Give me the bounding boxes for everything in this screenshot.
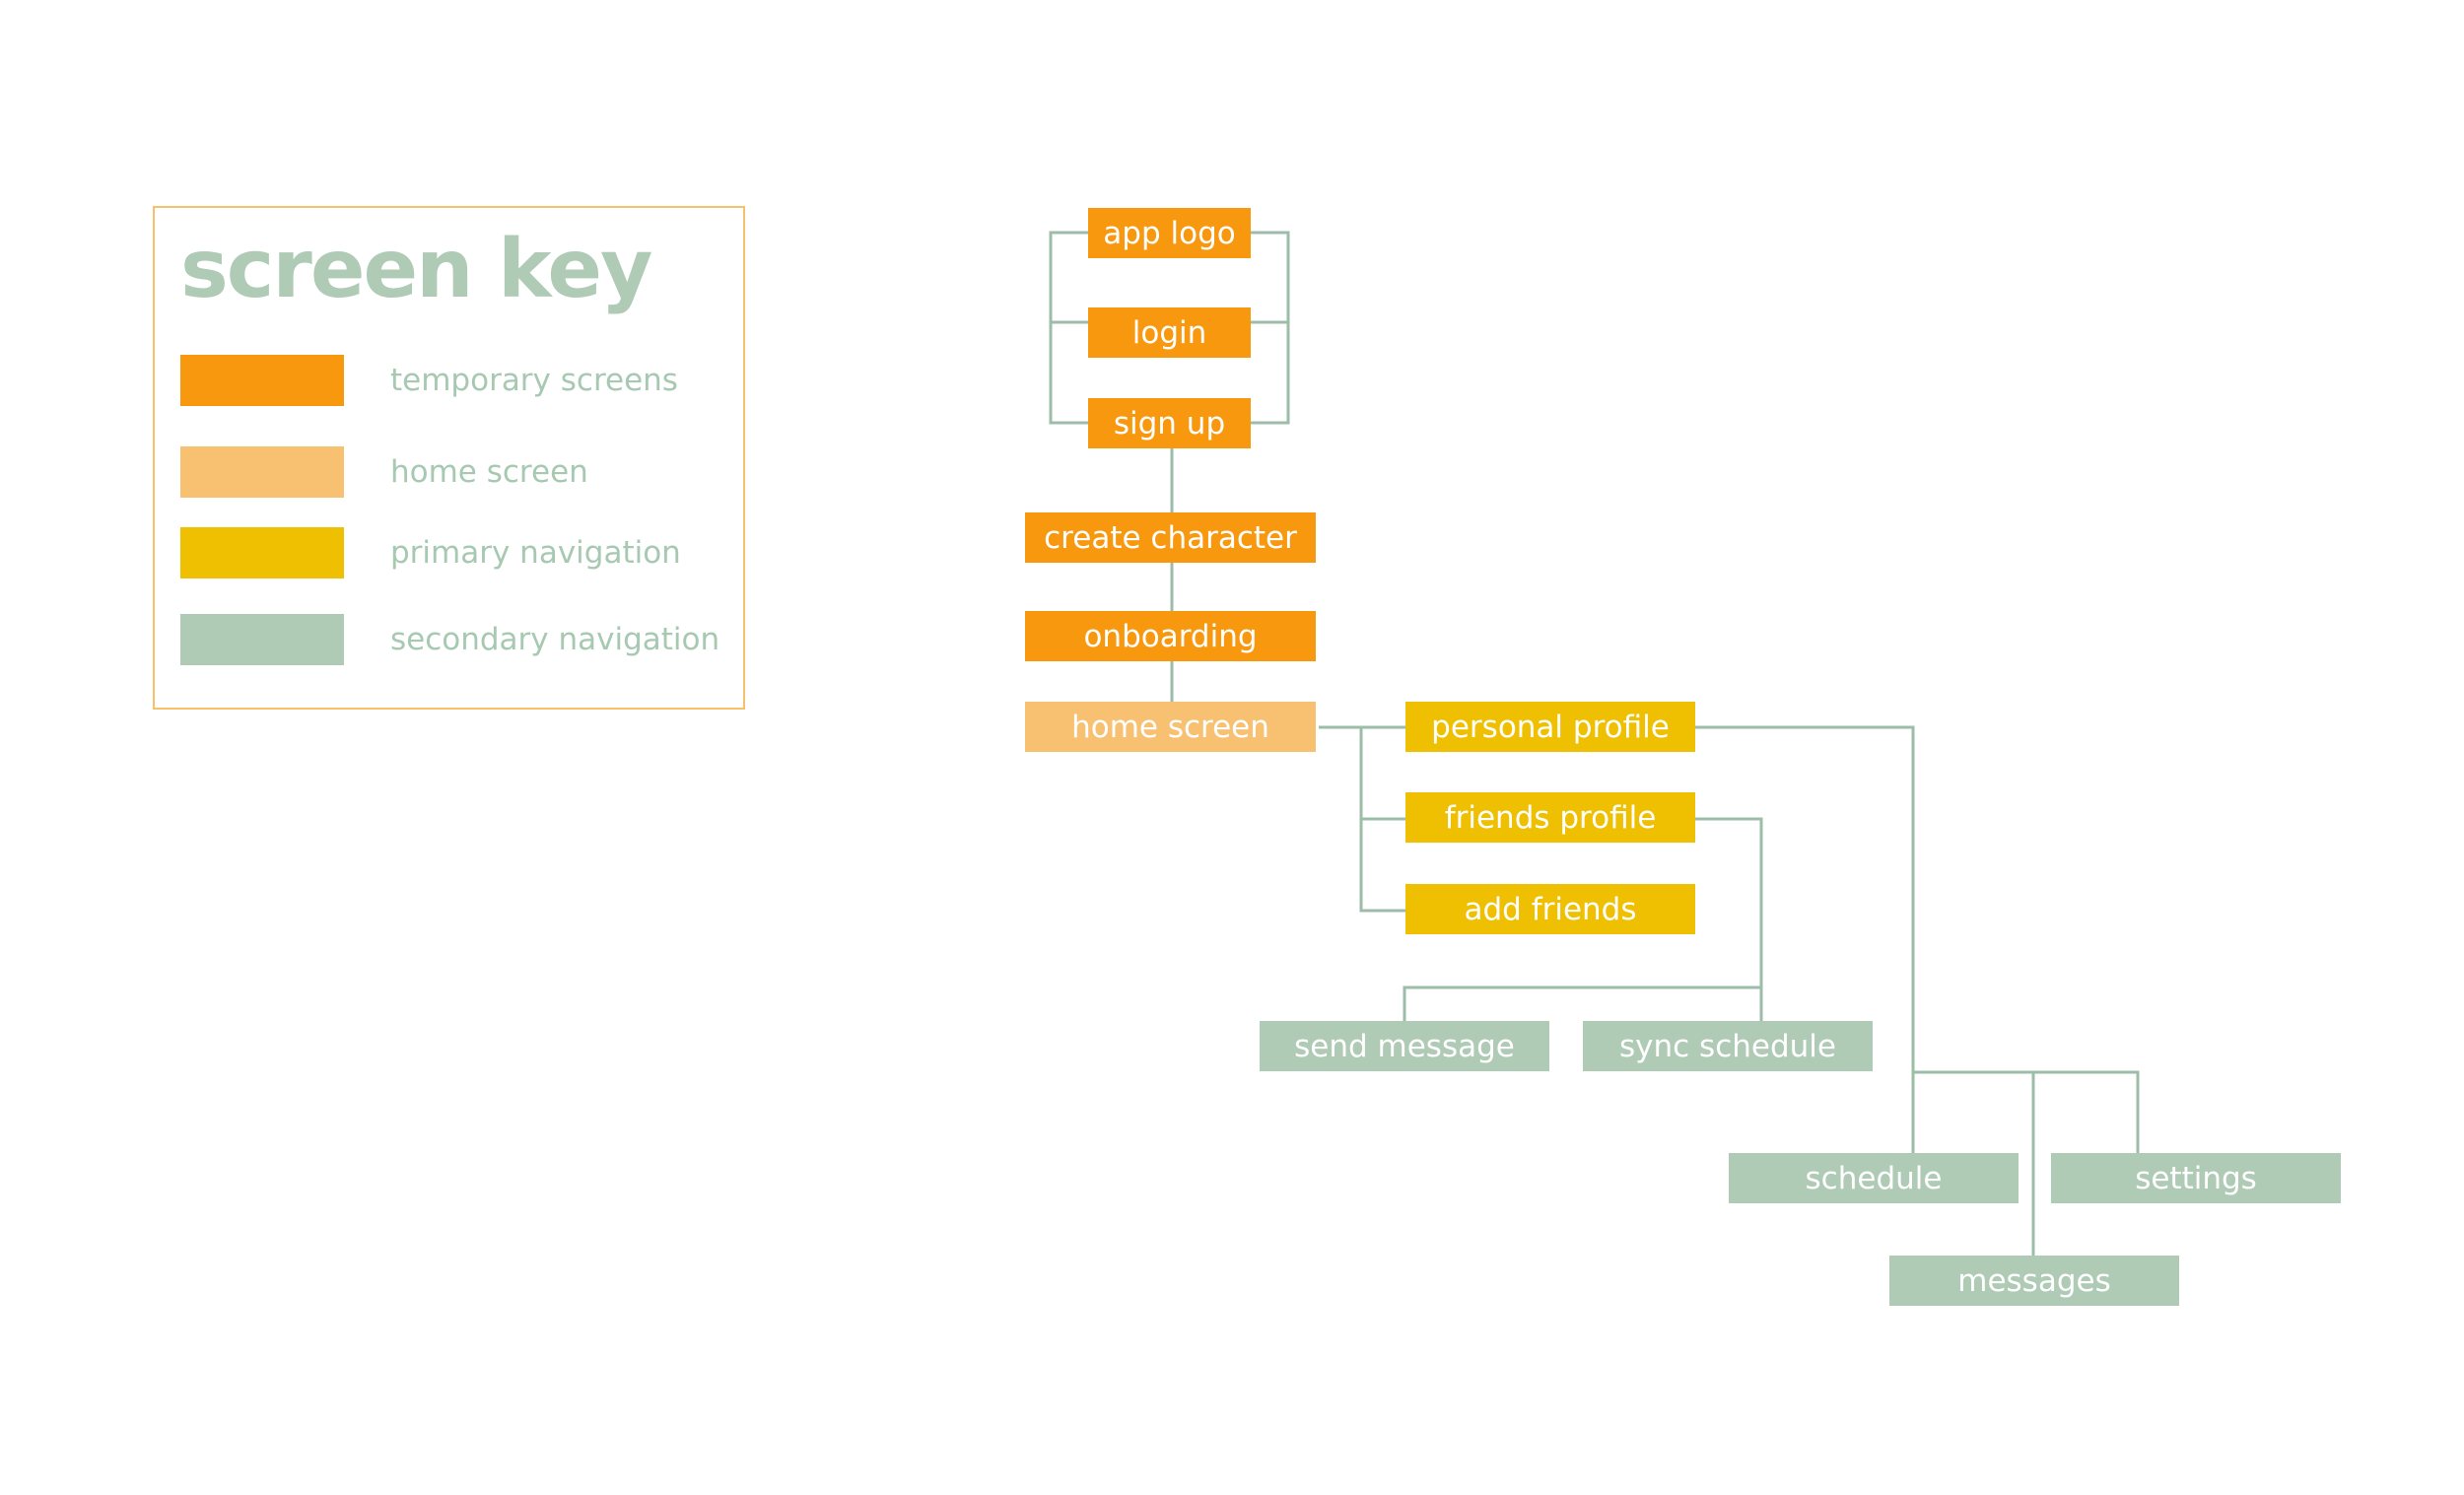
secondary-branch-connector	[1913, 1070, 2140, 1154]
node-settings[interactable]: settings	[2051, 1153, 2341, 1203]
node-schedule[interactable]: schedule	[1729, 1153, 2019, 1203]
home-screen-label: home screen	[390, 454, 588, 490]
node-create-character[interactable]: create character	[1025, 512, 1316, 563]
friends-profile-connector	[1695, 817, 1763, 1022]
node-home-screen[interactable]: home screen	[1025, 702, 1316, 752]
node-sync-schedule[interactable]: sync schedule	[1583, 1021, 1873, 1071]
node-send-message[interactable]: send message	[1260, 1021, 1549, 1071]
temporary-screens-label: temporary screens	[390, 363, 678, 398]
screen-key-title: screen key	[180, 223, 652, 316]
node-sign-up[interactable]: sign up	[1088, 398, 1251, 448]
home-screen-swatch	[180, 446, 344, 498]
primary-navigation-label: primary navigation	[390, 535, 681, 571]
secondary-navigation-swatch	[180, 614, 344, 665]
node-friends-profile[interactable]: friends profile	[1405, 792, 1695, 843]
message-branch-connector	[1403, 985, 1761, 1022]
secondary-navigation-label: secondary navigation	[390, 622, 720, 657]
temporary-screens-swatch	[180, 355, 344, 406]
left-bracket-connector	[1049, 231, 1088, 425]
node-onboarding[interactable]: onboarding	[1025, 611, 1316, 661]
right-bracket-connector	[1251, 231, 1290, 425]
primary-nav-branch-connector	[1359, 727, 1405, 913]
node-messages[interactable]: messages	[1889, 1256, 2179, 1306]
primary-navigation-swatch	[180, 527, 344, 578]
node-add-friends[interactable]: add friends	[1405, 884, 1695, 934]
personal-profile-connector	[1695, 725, 1915, 1154]
node-personal-profile[interactable]: personal profile	[1405, 702, 1695, 752]
screen-key-panel: screen key temporary screens home screen…	[153, 206, 745, 710]
node-app-logo[interactable]: app logo	[1088, 208, 1251, 258]
node-login[interactable]: login	[1088, 307, 1251, 358]
